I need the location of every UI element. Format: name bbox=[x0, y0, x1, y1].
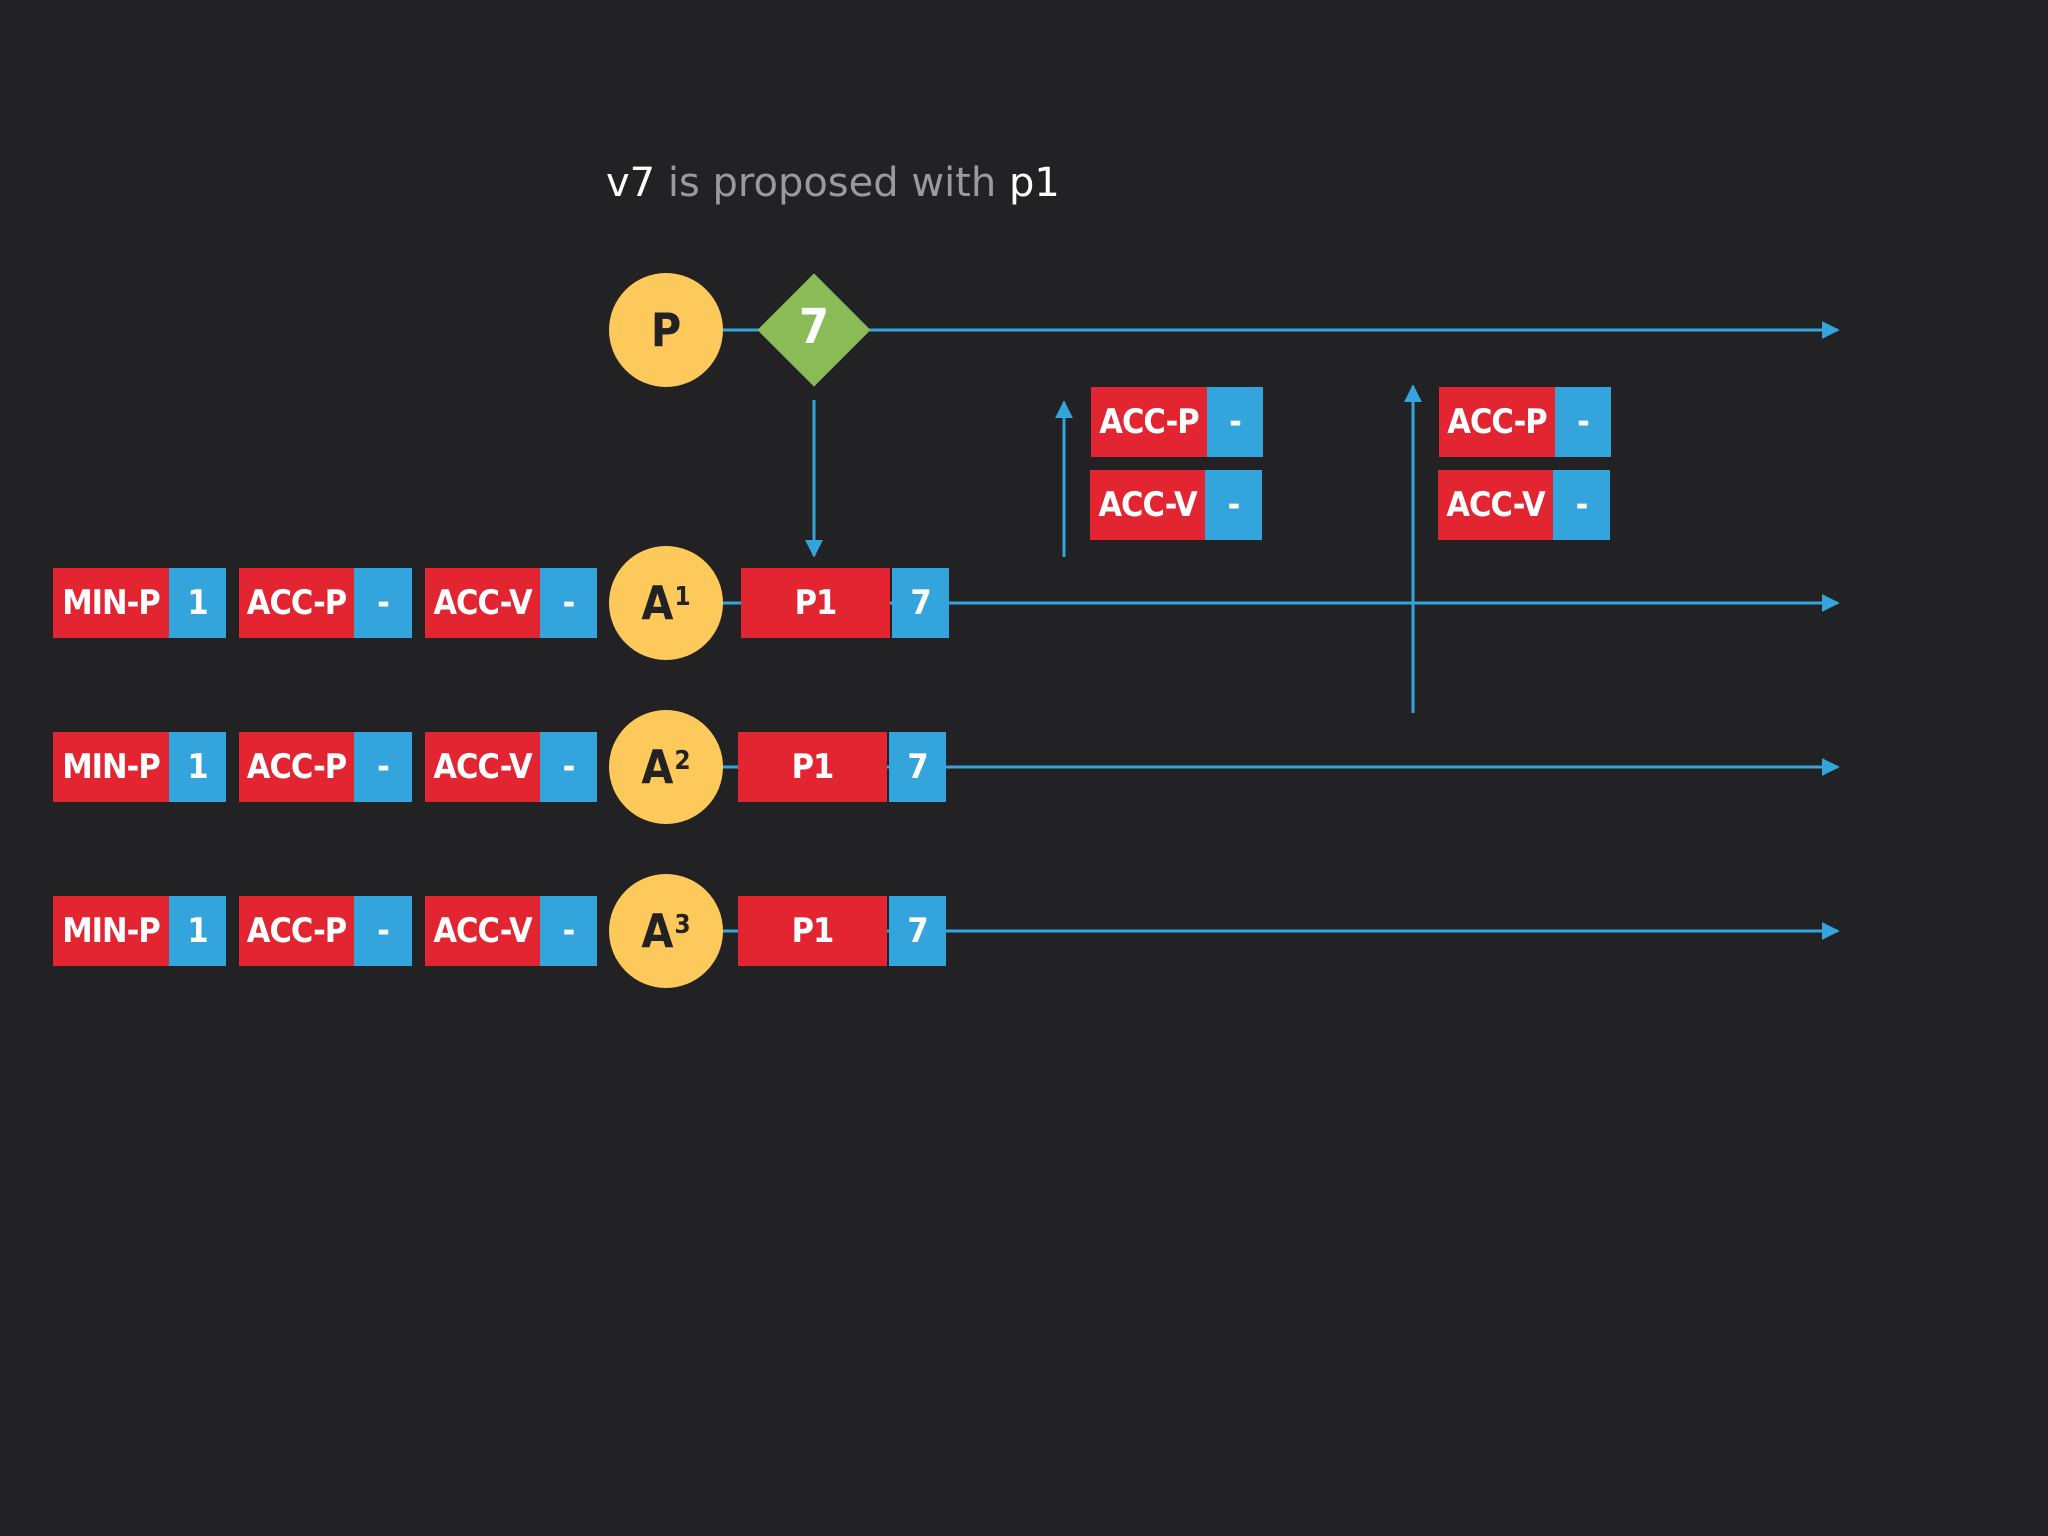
acceptor-2-acc-v-value: - bbox=[540, 732, 597, 802]
acceptor-2-min-p-value: 1 bbox=[169, 732, 226, 802]
acceptor-3-label: A bbox=[641, 904, 674, 958]
acceptor-3-message-key: P1 bbox=[738, 896, 887, 966]
acceptor-2-acc-v-key: ACC-V bbox=[425, 732, 540, 802]
acceptor-3-index: 3 bbox=[674, 910, 691, 940]
caption-middle: is proposed with bbox=[655, 160, 1009, 206]
acceptor-3-min-p-value: 1 bbox=[169, 896, 226, 966]
acceptor-3-acc-v-value: - bbox=[540, 896, 597, 966]
acceptor-1-min-p-value: 1 bbox=[169, 568, 226, 638]
acceptor-3-acc-p-key: ACC-P bbox=[239, 896, 354, 966]
acceptor-2-min-p-key: MIN-P bbox=[53, 732, 169, 802]
acceptor-1-label: A bbox=[641, 576, 674, 630]
proposer-node: P bbox=[609, 273, 723, 387]
acceptor-1-message-value: 7 bbox=[892, 568, 949, 638]
acceptor-1-acc-v-value: - bbox=[540, 568, 597, 638]
acceptor-1-message-key: P1 bbox=[741, 568, 890, 638]
acceptor-1-index: 1 bbox=[674, 582, 691, 612]
response-2-acc-v-key: ACC-V bbox=[1438, 470, 1553, 540]
acceptor-3-message-value: 7 bbox=[889, 896, 946, 966]
response-1-acc-v-value: - bbox=[1205, 470, 1262, 540]
response-2-acc-v-value: - bbox=[1553, 470, 1610, 540]
acceptor-3-acc-p-value: - bbox=[354, 896, 412, 966]
acceptor-2-acc-p-key: ACC-P bbox=[239, 732, 354, 802]
response-1-acc-p-value: - bbox=[1207, 387, 1263, 457]
proposer-label: P bbox=[650, 303, 682, 357]
caption-proposal: p1 bbox=[1008, 160, 1060, 206]
response-2-acc-p-key: ACC-P bbox=[1439, 387, 1555, 457]
acceptor-2-acc-p-value: - bbox=[354, 732, 412, 802]
acceptor-3-min-p-key: MIN-P bbox=[53, 896, 169, 966]
acceptor-2-index: 2 bbox=[674, 746, 691, 776]
acceptor-1-acc-v-key: ACC-V bbox=[425, 568, 540, 638]
acceptor-2-message-key: P1 bbox=[738, 732, 887, 802]
acceptor-2-message-value: 7 bbox=[889, 732, 946, 802]
acceptor-3-acc-v-key: ACC-V bbox=[425, 896, 540, 966]
acceptor-1-min-p-key: MIN-P bbox=[53, 568, 169, 638]
response-1-acc-p-key: ACC-P bbox=[1091, 387, 1207, 457]
proposal-value: 7 bbox=[798, 299, 830, 355]
response-1-acc-v-key: ACC-V bbox=[1090, 470, 1205, 540]
acceptor-2-label: A bbox=[641, 740, 674, 794]
response-2-acc-p-value: - bbox=[1555, 387, 1611, 457]
acceptor-1-acc-p-value: - bbox=[354, 568, 412, 638]
caption: v7 is proposed with p1 bbox=[606, 160, 1060, 206]
acceptor-1-acc-p-key: ACC-P bbox=[239, 568, 354, 638]
caption-value: v7 bbox=[606, 160, 656, 206]
